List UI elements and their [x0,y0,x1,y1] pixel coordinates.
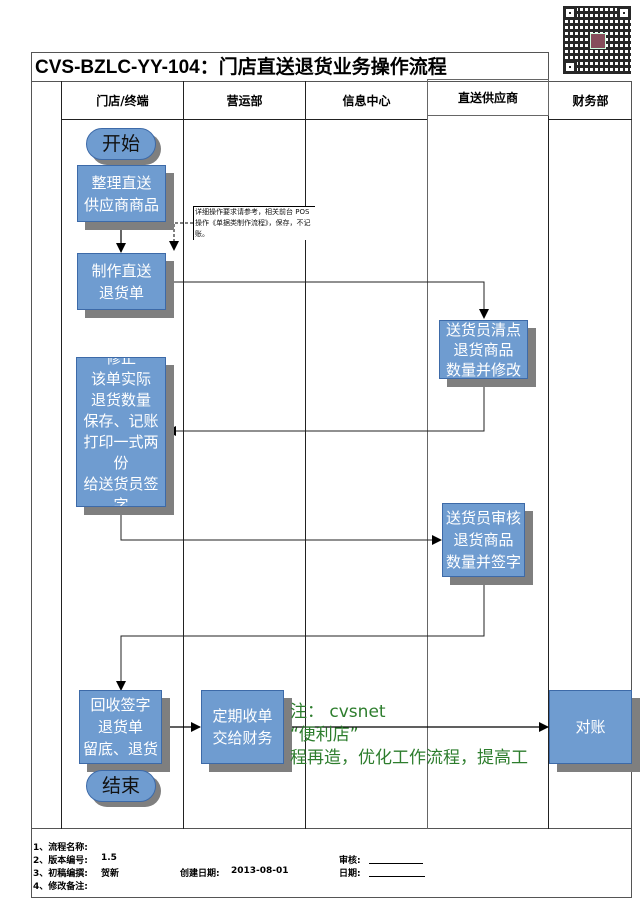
watermark-line-2: “便利店” [290,725,359,745]
lane-divider [427,81,428,829]
lane-divider [548,81,549,829]
annotation-note: 详细操作要求请参考，相关前台 POS 操作《单据类制作流程》，保存，不记账。 [193,206,315,240]
footer-frame [31,828,632,898]
connector-verify-to-collect [116,581,485,691]
process-make-return-slip: 制作直送 退货单 [77,253,166,310]
review-signature-line [369,863,423,864]
start-terminator: 开始 [86,128,156,160]
lane-header-supplier: 直送供应商 [457,91,518,105]
footer-created-value: 2013-08-01 [231,866,289,876]
watermark-line-1: 注： cvsnet [290,702,386,722]
connector-annotation [169,222,193,251]
footer-review-label: 审核: [339,856,361,866]
process-supplier-verify: 送货员审核 退货商品 数量并签字 [442,503,525,577]
connector-supplier-count-to-correct [166,378,485,436]
process-reconcile: 对账 [549,690,632,764]
footer-process-name: 1、流程名称: [33,843,88,853]
lane-header-finance: 财务部 [572,94,609,108]
lane-divider [61,81,62,829]
process-sort-goods: 整理直送 供应商商品 [77,165,166,222]
date-signature-line [369,876,425,877]
process-periodic-collect: 定期收单 交给财务 [201,690,284,764]
qr-code-icon [563,6,631,74]
lane-header-info-center: 信息中心 [342,94,391,108]
footer-author-value: 贺新 [101,869,120,879]
watermark-line-3: 程再造，优化工作流程，提高工 [290,748,528,768]
header-divider [548,119,632,120]
process-correct-quantity: 修正 该单实际 退货数量 保存、记账 打印一式两份 给送货员签字 [76,357,166,507]
footer-version-label: 2、版本编号: [33,856,88,866]
process-supplier-count: 送货员清点 退货商品 数量并修改 [439,320,528,379]
connector-make-to-supplier-count [166,281,489,319]
connector-correct-to-verify [120,506,442,545]
footer-created-label: 创建日期: [180,869,220,879]
footer-author-label: 3、初稿编撰: [33,869,88,879]
end-terminator: 结束 [86,770,156,802]
lane-divider [183,81,184,829]
lane-header-store: 门店/终端 [96,94,149,108]
header-divider [61,119,427,120]
lane-header-operations: 营运部 [226,94,263,108]
footer-version-value: 1.5 [101,853,117,863]
lane-divider [305,81,306,829]
supplier-header-box [427,79,549,116]
footer-remarks-label: 4、修改备注: [33,882,88,892]
footer-date-label: 日期: [339,869,361,879]
process-collect-signed: 回收签字 退货单 留底、退货 [79,690,162,764]
